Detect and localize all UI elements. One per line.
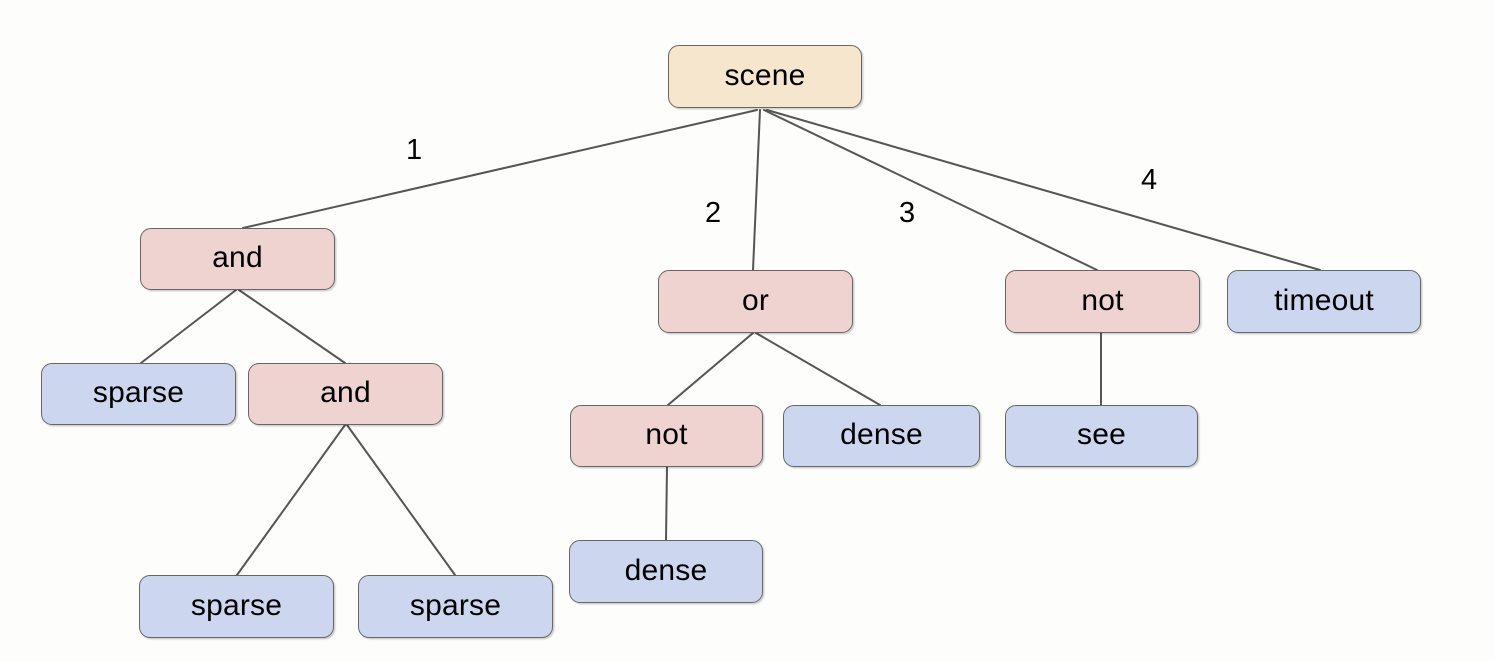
tree-edge xyxy=(242,109,758,229)
tree-node-and2[interactable]: and xyxy=(248,363,443,425)
tree-edge xyxy=(665,466,668,541)
tree-node-see1[interactable]: see xyxy=(1005,405,1198,467)
tree-node-not2[interactable]: not xyxy=(570,405,763,467)
edge-label-2: 2 xyxy=(705,197,722,229)
tree-node-or1[interactable]: or xyxy=(658,270,853,333)
tree-node-dense2[interactable]: dense xyxy=(569,540,763,603)
tree-edge xyxy=(755,332,881,406)
tree-edge xyxy=(346,424,456,576)
tree-node-label: dense xyxy=(624,553,708,587)
tree-edge xyxy=(667,332,754,406)
edge-label-3: 3 xyxy=(899,197,916,229)
tree-node-and1[interactable]: and xyxy=(140,228,335,290)
tree-node-sparse2[interactable]: sparse xyxy=(139,575,334,638)
tree-node-dense1[interactable]: dense xyxy=(783,405,980,467)
tree-node-label: and xyxy=(212,241,263,274)
tree-node-label: see xyxy=(1077,418,1126,451)
tree-node-timeout1[interactable]: timeout xyxy=(1227,270,1421,333)
tree-edge xyxy=(763,109,1098,271)
tree-node-label: dense xyxy=(840,418,923,451)
tree-node-label: sparse xyxy=(190,588,283,622)
edge-label-4: 4 xyxy=(1141,164,1158,196)
tree-node-sparse3[interactable]: sparse xyxy=(358,575,553,638)
tree-node-label: not xyxy=(645,418,688,451)
tree-node-label: sparse xyxy=(92,376,185,409)
tree-node-label: timeout xyxy=(1274,283,1374,317)
tree-node-label: scene xyxy=(724,58,806,92)
tree-node-label: or xyxy=(741,283,770,317)
tree-node-sparse1[interactable]: sparse xyxy=(41,363,236,425)
tree-edge xyxy=(752,109,761,271)
tree-edge xyxy=(140,289,237,364)
tree-edge xyxy=(238,289,346,364)
tree-node-not1[interactable]: not xyxy=(1005,270,1200,333)
tree-edge xyxy=(236,424,346,576)
tree-node-label: not xyxy=(1081,283,1124,317)
tree-node-label: sparse xyxy=(409,588,502,622)
edge-label-1: 1 xyxy=(406,134,423,166)
tree-edge xyxy=(766,109,1321,271)
tree-node-scene[interactable]: scene xyxy=(668,45,862,108)
tree-node-label: and xyxy=(320,376,371,409)
